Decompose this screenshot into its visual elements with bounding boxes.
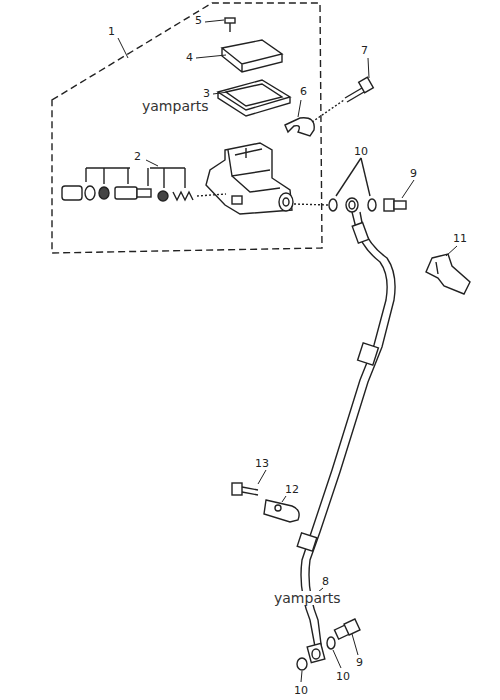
screw: [225, 18, 235, 32]
reservoir-cap: [222, 40, 282, 72]
master-cylinder-body: [206, 143, 293, 214]
callout-number: 4: [186, 52, 193, 63]
upper-union: [294, 158, 406, 212]
callout-number: 13: [255, 458, 269, 469]
callout-number: 6: [300, 86, 307, 97]
callout-number: 7: [361, 45, 368, 56]
callout-number: 8: [322, 576, 329, 587]
piston-kit: [62, 168, 226, 201]
callout-number: 10: [336, 671, 350, 682]
callout-number: 10: [294, 685, 308, 696]
callout-number: 11: [453, 233, 467, 244]
callout-number: 9: [356, 657, 363, 668]
assembly-boundary: [52, 3, 322, 253]
clamp-bolt: [312, 77, 373, 122]
hose-guide: [426, 254, 470, 294]
watermark: yamparts: [141, 99, 210, 113]
callout-number: 12: [285, 484, 299, 495]
hose-clamp: [232, 483, 299, 522]
lower-union: [297, 619, 360, 670]
callout-number: 10: [354, 146, 368, 157]
diaphragm: [218, 80, 290, 116]
watermark: yamparts: [273, 591, 342, 605]
callout-number: 2: [134, 151, 141, 162]
callout-number: 3: [203, 88, 210, 99]
callout-number: 9: [410, 168, 417, 179]
callout-number: 5: [195, 15, 202, 26]
leader-lines: [118, 20, 457, 682]
callout-number: 1: [108, 26, 115, 37]
holder-clamp: [285, 118, 314, 136]
